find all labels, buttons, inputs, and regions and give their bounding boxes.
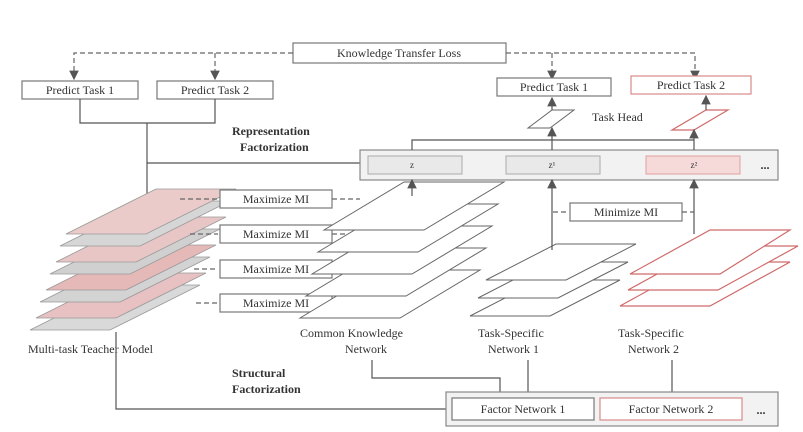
factor-network-bar: Factor Network 1 Factor Network 2 ... <box>445 391 779 427</box>
maximize-mi-4: Maximize MI <box>196 293 352 313</box>
predict-task-2-left-label: Predict Task 2 <box>181 83 249 97</box>
knowledge-transfer-loss-label: Knowledge Transfer Loss <box>337 46 461 60</box>
bar-to-heads-bracket <box>411 139 694 150</box>
maximize-mi-1: Maximize MI <box>180 189 360 209</box>
svg-text:Maximize MI: Maximize MI <box>243 227 309 241</box>
structural-factorization-label-2: Factorization <box>232 382 301 396</box>
predict-task-2-left: Predict Task 2 <box>156 80 274 100</box>
rep-z1: z¹ <box>549 160 556 170</box>
knowledge-transfer-loss: Knowledge Transfer Loss <box>292 42 507 64</box>
ellipsis-icon: ... <box>761 158 770 172</box>
common-knowledge-network <box>298 181 506 319</box>
task-head-1 <box>526 109 576 129</box>
common-to-factor <box>371 360 501 392</box>
predict-task-2-right-label: Predict Task 2 <box>657 78 725 92</box>
representation-bar: z z¹ z² ... <box>359 149 779 181</box>
predict-task-1-right-label: Predict Task 1 <box>520 80 588 94</box>
task-head-2 <box>669 109 731 131</box>
predict-task-1-left: Predict Task 1 <box>21 80 139 100</box>
loss-dashed-right <box>506 52 700 81</box>
common-knowledge-label-1: Common Knowledge <box>300 326 403 340</box>
rep-z: z <box>410 160 414 170</box>
representation-factorization-label-1: Representation <box>232 124 310 138</box>
task-specific-1-label-2: Network 1 <box>488 342 539 356</box>
structural-factorization-label-1: Structural <box>232 366 286 380</box>
task-specific-network-2 <box>619 229 799 307</box>
structural-connector <box>115 332 446 410</box>
svg-text:Minimize MI: Minimize MI <box>594 205 658 219</box>
teacher-model-stack <box>29 188 237 331</box>
task-specific-2-label-2: Network 2 <box>628 342 679 356</box>
predict-task-1-left-label: Predict Task 1 <box>46 83 114 97</box>
predict-task-2-right: Predict Task 2 <box>630 75 752 95</box>
svg-text:Maximize MI: Maximize MI <box>243 296 309 310</box>
common-knowledge-label-2: Network <box>345 342 387 356</box>
predict-task-1-right: Predict Task 1 <box>496 77 612 97</box>
svg-text:Maximize MI: Maximize MI <box>243 262 309 276</box>
minimize-mi: Minimize MI <box>553 202 694 222</box>
rep-z2: z² <box>691 160 698 170</box>
factor-network-2-label: Factor Network 2 <box>629 402 714 416</box>
teacher-model-label: Multi-task Teacher Model <box>28 342 154 356</box>
task-head-label: Task Head <box>592 110 643 124</box>
representation-factorization-label-2: Factorization <box>240 140 309 154</box>
task-specific-1-label-1: Task-Specific <box>478 326 544 340</box>
left-predict-bracket <box>79 99 216 124</box>
maximize-mi-2: Maximize MI <box>190 224 360 244</box>
ellipsis-icon: ... <box>757 403 766 417</box>
factor-network-1-label: Factor Network 1 <box>481 402 566 416</box>
task-specific-network-1 <box>469 243 637 317</box>
maximize-mi-3: Maximize MI <box>194 259 356 279</box>
svg-text:Maximize MI: Maximize MI <box>243 192 309 206</box>
loss-dashed-left <box>69 52 293 81</box>
task-specific-2-label-1: Task-Specific <box>618 326 684 340</box>
